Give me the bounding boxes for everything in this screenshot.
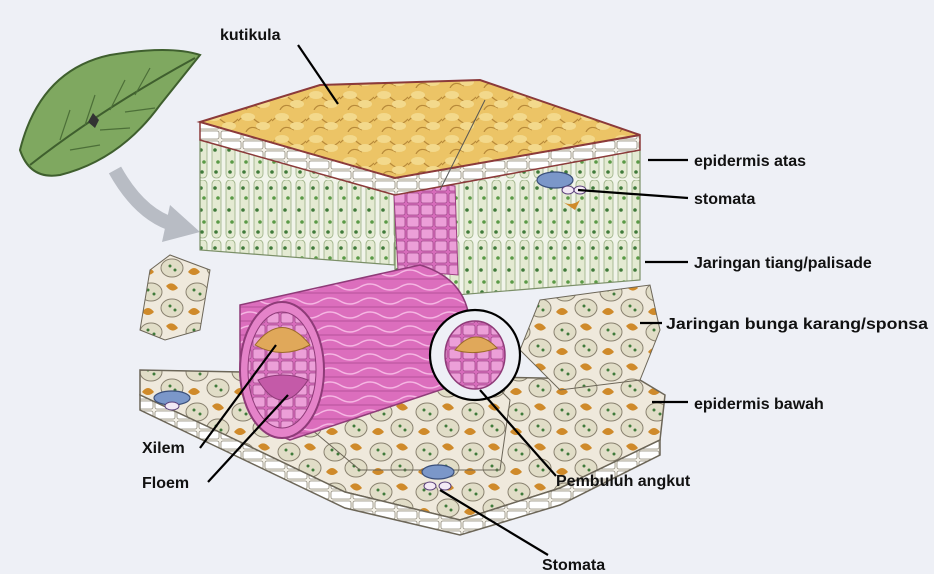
small-vascular-bundle (430, 310, 520, 400)
label-epidermis-atas: epidermis atas (694, 153, 806, 170)
label-epidermis-bawah: epidermis bawah (694, 396, 824, 413)
label-stomata-bottom: Stomata (542, 557, 605, 574)
label-floem: Floem (142, 475, 189, 492)
label-palisade: Jaringan tiang/palisade (694, 255, 872, 272)
label-pembuluh: Pembuluh angkut (556, 473, 691, 490)
label-xilem: Xilem (142, 440, 185, 457)
label-stomata-top: stomata (694, 191, 755, 208)
label-kutikula: kutikula (220, 27, 281, 44)
label-sponge: Jaringan bunga karang/sponsa (666, 316, 928, 333)
